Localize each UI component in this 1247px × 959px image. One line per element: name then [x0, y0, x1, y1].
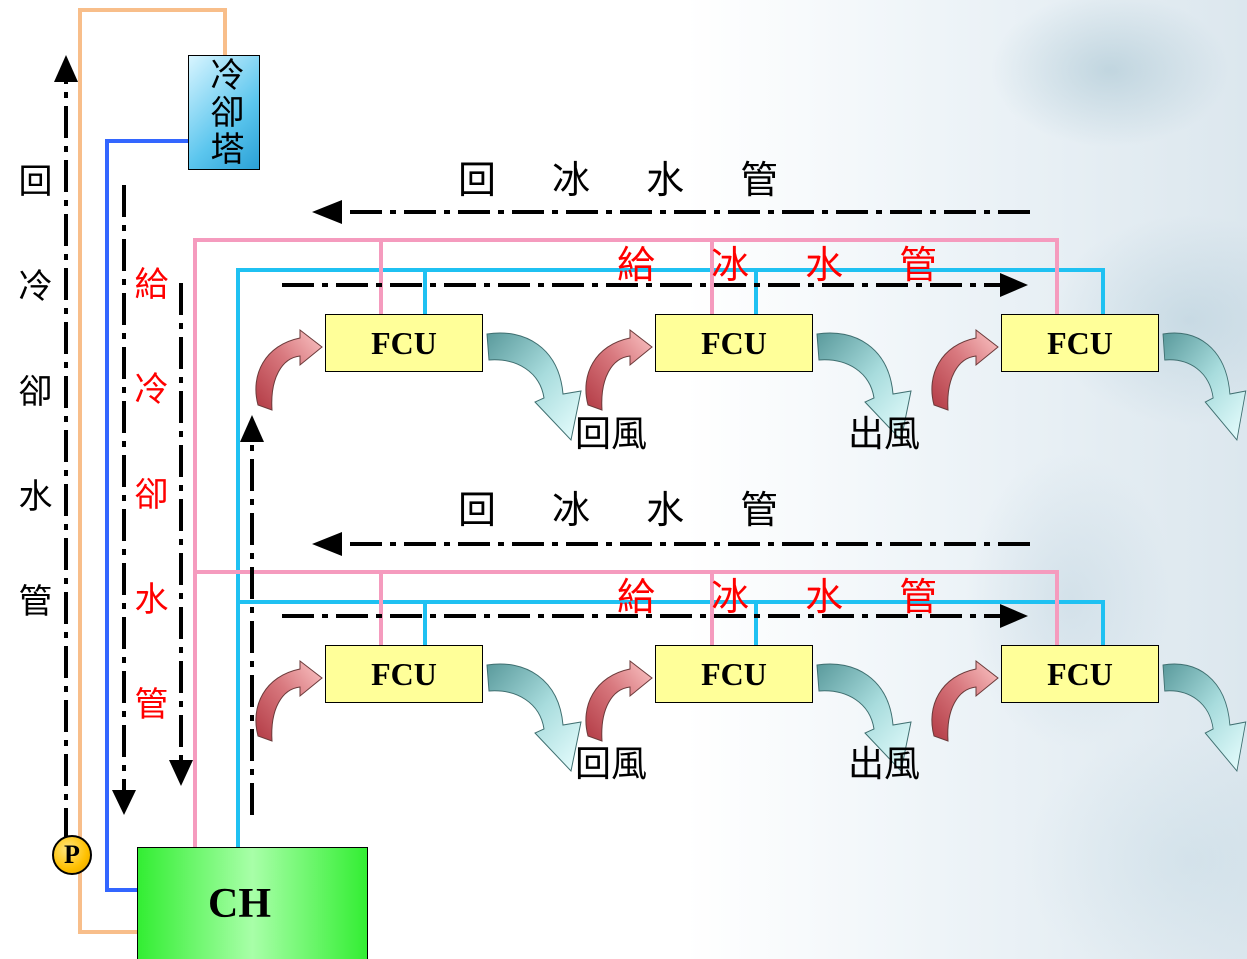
- floor-1-fcu-1-air-out-arrow: [486, 332, 582, 442]
- fcu-label: FCU: [371, 325, 437, 361]
- return-chilled-riser-flow-arrowhead: [169, 760, 193, 786]
- fcu-label: FCU: [371, 656, 437, 692]
- floor-2-fcu-3-air-in-arrow: [931, 659, 999, 742]
- floor-2-fcu-1: FCU: [325, 645, 483, 703]
- supply-cooling-water-label: 給冷卻水管: [128, 266, 168, 791]
- floor-2-fcu-2: FCU: [655, 645, 813, 703]
- floor-1-fcu-1: FCU: [325, 314, 483, 372]
- pump-label: P: [64, 840, 80, 869]
- chiller: CH: [137, 847, 368, 959]
- supply-cooling-water-pipe: [105, 139, 188, 892]
- floor-2-return-air-label: 回風: [575, 744, 648, 785]
- floor-2-return-chilled-water-label: 回 冰 水 管: [458, 488, 779, 532]
- floor-2-fcu-3-air-out-arrow: [1162, 663, 1247, 773]
- floor-1-fcu-2-air-out-arrow: [816, 332, 912, 442]
- floor-2-fcu-1-air-out-arrow: [486, 663, 582, 773]
- floor-1-return-chilled-water-label: 回 冰 水 管: [458, 158, 779, 202]
- floor-2-fcu-1-air-in-arrow: [255, 659, 323, 742]
- floor-1-return-chilled-water-pipe: [193, 238, 1059, 847]
- floor-1-fcu-2: FCU: [655, 314, 813, 372]
- chiller-label: CH: [208, 880, 271, 927]
- floor-2-supply-air-label: 出風: [848, 744, 921, 785]
- floor-2-supply-chilled-flow-arrowhead: [1000, 604, 1028, 628]
- fcu-label: FCU: [1047, 656, 1113, 692]
- cooling-tower-label: 冷卻塔: [204, 57, 244, 168]
- floor-1-supply-chilled-flow-arrowhead: [1000, 273, 1028, 297]
- floor-1-fcu-1-air-in-arrow: [255, 328, 323, 411]
- fcu-label: FCU: [701, 325, 767, 361]
- floor-1-fcu-3-air-out-arrow: [1162, 332, 1247, 442]
- floor-1-fcu-3: FCU: [1001, 314, 1159, 372]
- fcu-label: FCU: [701, 656, 767, 692]
- floor-1-fcu-2-air-in-arrow: [585, 328, 653, 411]
- floor-1-return-air-label: 回風: [575, 414, 648, 455]
- floor-2-fcu-3: FCU: [1001, 645, 1159, 703]
- return-cooling-water-label: 回冷卻水管: [12, 163, 52, 688]
- supply-chilled-riser-flow-arrowhead: [240, 415, 264, 442]
- floor-2-fcu-2-air-in-arrow: [585, 659, 653, 742]
- supply-cooling-flow-arrowhead: [112, 790, 136, 815]
- floor-2-supply-chilled-water-pipe: [238, 600, 1105, 645]
- floor-2-return-chilled-flow-arrowhead: [312, 532, 342, 556]
- floor-2-supply-chilled-water-label: 給 冰 水 管: [617, 575, 938, 619]
- floor-1-supply-chilled-water-pipe: [236, 268, 1105, 847]
- return-cooling-flow-arrowhead: [54, 55, 78, 82]
- cooling-tower: 冷卻塔: [188, 55, 260, 170]
- floor-1-supply-air-label: 出風: [848, 414, 921, 455]
- floor-1-return-chilled-flow-arrowhead: [312, 200, 342, 224]
- floor-1-supply-chilled-water-label: 給 冰 水 管: [617, 243, 938, 287]
- floor-1-fcu-3-air-in-arrow: [931, 328, 999, 411]
- return-cooling-water-pipe: [78, 8, 227, 934]
- pump: P: [52, 835, 92, 875]
- floor-2-fcu-2-air-out-arrow: [816, 663, 912, 773]
- fcu-label: FCU: [1047, 325, 1113, 361]
- floor-2-return-chilled-water-pipe: [195, 570, 1059, 645]
